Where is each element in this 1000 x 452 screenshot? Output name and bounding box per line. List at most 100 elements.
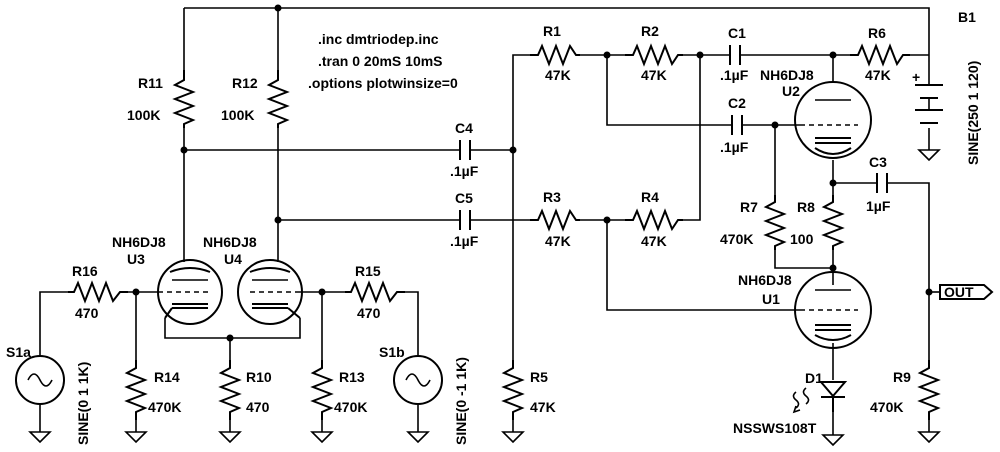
tube-u2: [794, 81, 872, 159]
battery-b1: +: [912, 69, 943, 124]
r15-name: R15: [355, 263, 381, 279]
resistor-r2: [625, 43, 683, 67]
r16-value: 470: [75, 305, 99, 321]
resistor-r5: [501, 360, 525, 420]
u2-model: NH6DJ8: [760, 67, 814, 83]
capacitor-c1: [720, 45, 750, 65]
resistor-r3: [530, 208, 580, 232]
u1-model: NH6DJ8: [738, 272, 792, 288]
directive-inc: .inc dmtriodep.inc: [318, 31, 439, 47]
r16-name: R16: [72, 263, 98, 279]
r4-value: 47K: [641, 233, 667, 249]
d1-name: D1: [805, 370, 823, 386]
tube-u4: [237, 255, 303, 325]
capacitor-c2: [722, 115, 752, 135]
s1a-value: SINE(0 1 1K): [75, 362, 91, 445]
tube-u1: [794, 271, 872, 349]
r11-name: R11: [138, 75, 163, 91]
resistor-r15: [345, 280, 405, 304]
battery-plus-label: +: [912, 69, 920, 85]
resistor-r13: [310, 360, 334, 420]
u3-model: NH6DJ8: [112, 234, 166, 250]
r10-value: 470: [246, 399, 270, 415]
directive-tran: .tran 0 20mS 10mS: [318, 53, 443, 69]
component-labels: R11 100K R12 100K R1 47K R2 47K C1 .1µF …: [6, 9, 981, 445]
r13-name: R13: [339, 369, 365, 385]
led-d1: [792, 381, 848, 414]
s1b-value: SINE(0 -1 1K): [453, 357, 469, 445]
r5-value: 47K: [530, 399, 556, 415]
c2-value: .1µF: [720, 139, 749, 155]
resistor-r7: [763, 195, 787, 250]
u3-name: U3: [127, 251, 145, 267]
r9-name: R9: [893, 369, 911, 385]
r14-name: R14: [154, 369, 180, 385]
r5-name: R5: [530, 369, 548, 385]
u1-name: U1: [762, 291, 780, 307]
r4-name: R4: [641, 189, 659, 205]
c1-value: .1µF: [720, 67, 749, 83]
r2-value: 47K: [641, 67, 667, 83]
resistor-r12: [266, 70, 290, 128]
resistor-r9: [917, 360, 941, 420]
r9-value: 470K: [870, 399, 903, 415]
c4-value: .1µF: [450, 163, 479, 179]
c3-name: C3: [869, 154, 887, 170]
capacitor-c4: [450, 140, 480, 160]
tube-u3: [157, 255, 223, 325]
r15-value: 470: [357, 305, 381, 321]
r1-name: R1: [543, 23, 561, 39]
r3-value: 47K: [545, 233, 571, 249]
r12-value: 100K: [221, 107, 254, 123]
r3-name: R3: [543, 189, 561, 205]
b1-name: B1: [958, 9, 976, 25]
s1a-name: S1a: [6, 344, 31, 360]
source-s1b: [393, 355, 443, 428]
resistor-r16: [68, 280, 128, 304]
r12-name: R12: [232, 75, 258, 91]
c5-name: C5: [455, 190, 473, 206]
resistor-r4: [625, 208, 683, 232]
resistor-r10: [218, 360, 242, 420]
b1-value: SINE(250 1 120): [965, 61, 981, 165]
source-s1a: [15, 355, 65, 428]
out-port-label: OUT: [944, 284, 974, 300]
directive-options: .options plotwinsize=0: [308, 75, 458, 91]
c4-name: C4: [455, 120, 473, 136]
d1-model: NSSWS108T: [733, 420, 817, 436]
spice-directives: .inc dmtriodep.inc .tran 0 20mS 10mS .op…: [308, 31, 458, 91]
resistor-r6: [850, 43, 910, 67]
r13-value: 470K: [334, 399, 367, 415]
u2-name: U2: [782, 83, 800, 99]
r1-value: 47K: [545, 67, 571, 83]
r6-name: R6: [868, 25, 886, 41]
ground-symbols: [28, 149, 941, 447]
c3-value: 1µF: [866, 198, 891, 214]
out-port: OUT: [939, 284, 994, 300]
wires: [39, 7, 940, 435]
c5-value: .1µF: [450, 233, 479, 249]
c1-name: C1: [728, 25, 746, 41]
r10-name: R10: [246, 369, 272, 385]
capacitor-c5: [450, 210, 480, 230]
r7-value: 470K: [720, 231, 753, 247]
r14-value: 470K: [148, 399, 181, 415]
r8-name: R8: [797, 199, 815, 215]
resistor-r8: [821, 195, 845, 250]
s1b-name: S1b: [379, 344, 405, 360]
junctions: [132, 4, 933, 342]
resistor-r11: [172, 70, 196, 128]
r2-name: R2: [641, 23, 659, 39]
r6-value: 47K: [865, 67, 891, 83]
r11-value: 100K: [127, 107, 160, 123]
r7-name: R7: [740, 199, 758, 215]
capacitor-c3: [868, 173, 896, 193]
resistor-r14: [124, 360, 148, 420]
r8-value: 100: [790, 231, 814, 247]
u4-name: U4: [224, 251, 242, 267]
c2-name: C2: [728, 95, 746, 111]
resistor-r1: [530, 43, 580, 67]
u4-model: NH6DJ8: [203, 234, 257, 250]
